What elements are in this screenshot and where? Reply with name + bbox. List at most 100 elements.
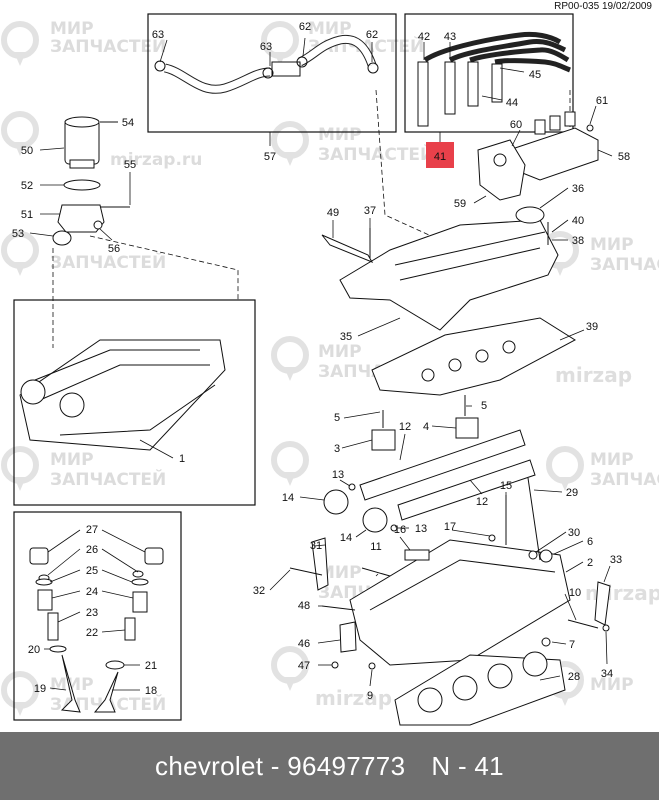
position-number-label: N - 41 [431, 750, 504, 781]
seal-23 [47, 612, 59, 641]
watermark-logo-icon [1, 111, 39, 156]
bolt-47 [331, 661, 339, 669]
callout-25: 25 [86, 565, 98, 577]
watermark-line1: МИР [590, 235, 634, 255]
watermark-logo-icon [1, 231, 39, 276]
callout-1: 1 [179, 453, 185, 465]
cylinder-head-inset [19, 339, 226, 451]
valve-cover-35 [339, 219, 559, 331]
camshaft-assembly [323, 395, 536, 533]
plug-7 [541, 637, 551, 647]
callout-32: 32 [253, 585, 265, 597]
callout-12: 12 [399, 421, 411, 433]
leader-line [313, 544, 326, 547]
leader-line [355, 529, 367, 538]
spring-24 [37, 589, 53, 611]
watermark-brand: mirzap [555, 363, 632, 387]
bolt-34 [602, 624, 610, 632]
leader-line [101, 629, 126, 633]
oil-cap-36 [515, 206, 545, 224]
callout-15: 15 [500, 480, 512, 492]
leader-line [47, 529, 81, 553]
bearing-cap-3 [371, 429, 396, 451]
callout-4: 4 [423, 421, 429, 433]
watermark-brand: mirzap [315, 686, 392, 710]
injector-16 [404, 549, 430, 561]
plug-boot [417, 61, 429, 127]
callout-22: 22 [86, 627, 98, 639]
valve-train-parts [29, 547, 164, 713]
callout-57: 57 [264, 151, 276, 163]
bracket-hole [493, 153, 507, 167]
leader-line [39, 147, 65, 151]
egr-valve-assembly [52, 116, 130, 246]
watermark-line1: МИР [50, 19, 94, 39]
valve-19 [60, 654, 81, 713]
gasket-39 [371, 317, 576, 396]
detail-boxes [13, 13, 574, 721]
callout-28: 28 [568, 671, 580, 683]
leader-line [399, 536, 411, 551]
egr-adapter [57, 204, 105, 233]
retainer-25 [35, 578, 53, 586]
callout-43: 43 [444, 31, 456, 43]
leader-line [49, 687, 67, 691]
leader-line [551, 219, 569, 233]
watermark-line1: МИР [50, 450, 94, 470]
watermark-logo-icon [1, 446, 39, 491]
watermark-line2: ЗАПЧАСТЕЙ [50, 468, 166, 490]
callout-5: 5 [334, 412, 340, 424]
callout-62: 62 [299, 21, 311, 33]
camshaft-12-upper [359, 429, 526, 501]
callout-60: 60 [510, 119, 522, 131]
hose-clamp [367, 62, 379, 74]
gasket-bore [522, 651, 548, 677]
callout-24: 24 [86, 586, 98, 598]
gasket-bore [417, 687, 443, 713]
leader-line [603, 565, 611, 583]
callout-23: 23 [86, 607, 98, 619]
hose-clamp [296, 56, 308, 68]
callout-41-target: 41 [434, 151, 446, 163]
leader-line [159, 39, 168, 63]
valve-cover-assembly [321, 206, 576, 396]
camshaft-line [34, 349, 200, 381]
callout-58: 58 [618, 151, 630, 163]
watermark-logo-icon [271, 441, 309, 486]
seal-14 [323, 489, 349, 515]
watermark-line1: МИР [50, 675, 94, 695]
pin-13 [348, 483, 356, 491]
callout-54: 54 [122, 117, 134, 129]
leader-line [139, 439, 174, 459]
watermark-line2: ЗАПЧАСТЕЙ [50, 251, 166, 273]
watermark-line1: МИР [318, 342, 362, 362]
plug-boot [467, 61, 479, 107]
leader-line [597, 149, 613, 157]
leader-line [481, 95, 503, 101]
leader-lines [29, 37, 613, 691]
seal-14 [362, 507, 388, 533]
valve-18 [93, 671, 119, 713]
gasket-hole [448, 358, 462, 372]
leader-line [57, 611, 81, 623]
callout-31: 31 [310, 540, 322, 552]
leader-line [51, 590, 81, 599]
hose-63-inner [164, 64, 271, 93]
leader-line [101, 590, 134, 599]
washer-21 [105, 660, 125, 670]
watermark-line1: МИР [590, 675, 634, 695]
leader-line [564, 593, 577, 621]
cam-gear [59, 392, 85, 418]
valve-cover-ridge [399, 247, 541, 281]
watermark-line1: МИР [318, 563, 362, 583]
leader-line [302, 37, 306, 57]
keeper-26 [132, 570, 144, 578]
washer-20 [49, 645, 67, 653]
leader-line [375, 573, 379, 577]
sensor-46 [339, 621, 357, 653]
leader-line [29, 232, 54, 237]
plug-boot [491, 63, 503, 103]
parts-diagram: МИР ЗАПЧАСТЕЙ МИР ЗАПЧАСТЕЙ mirzap.ru МИ… [1, 1, 659, 726]
part-info-footer: chevrolet - 96497773 N - 41 [0, 732, 659, 800]
ignition-wire [423, 31, 562, 63]
